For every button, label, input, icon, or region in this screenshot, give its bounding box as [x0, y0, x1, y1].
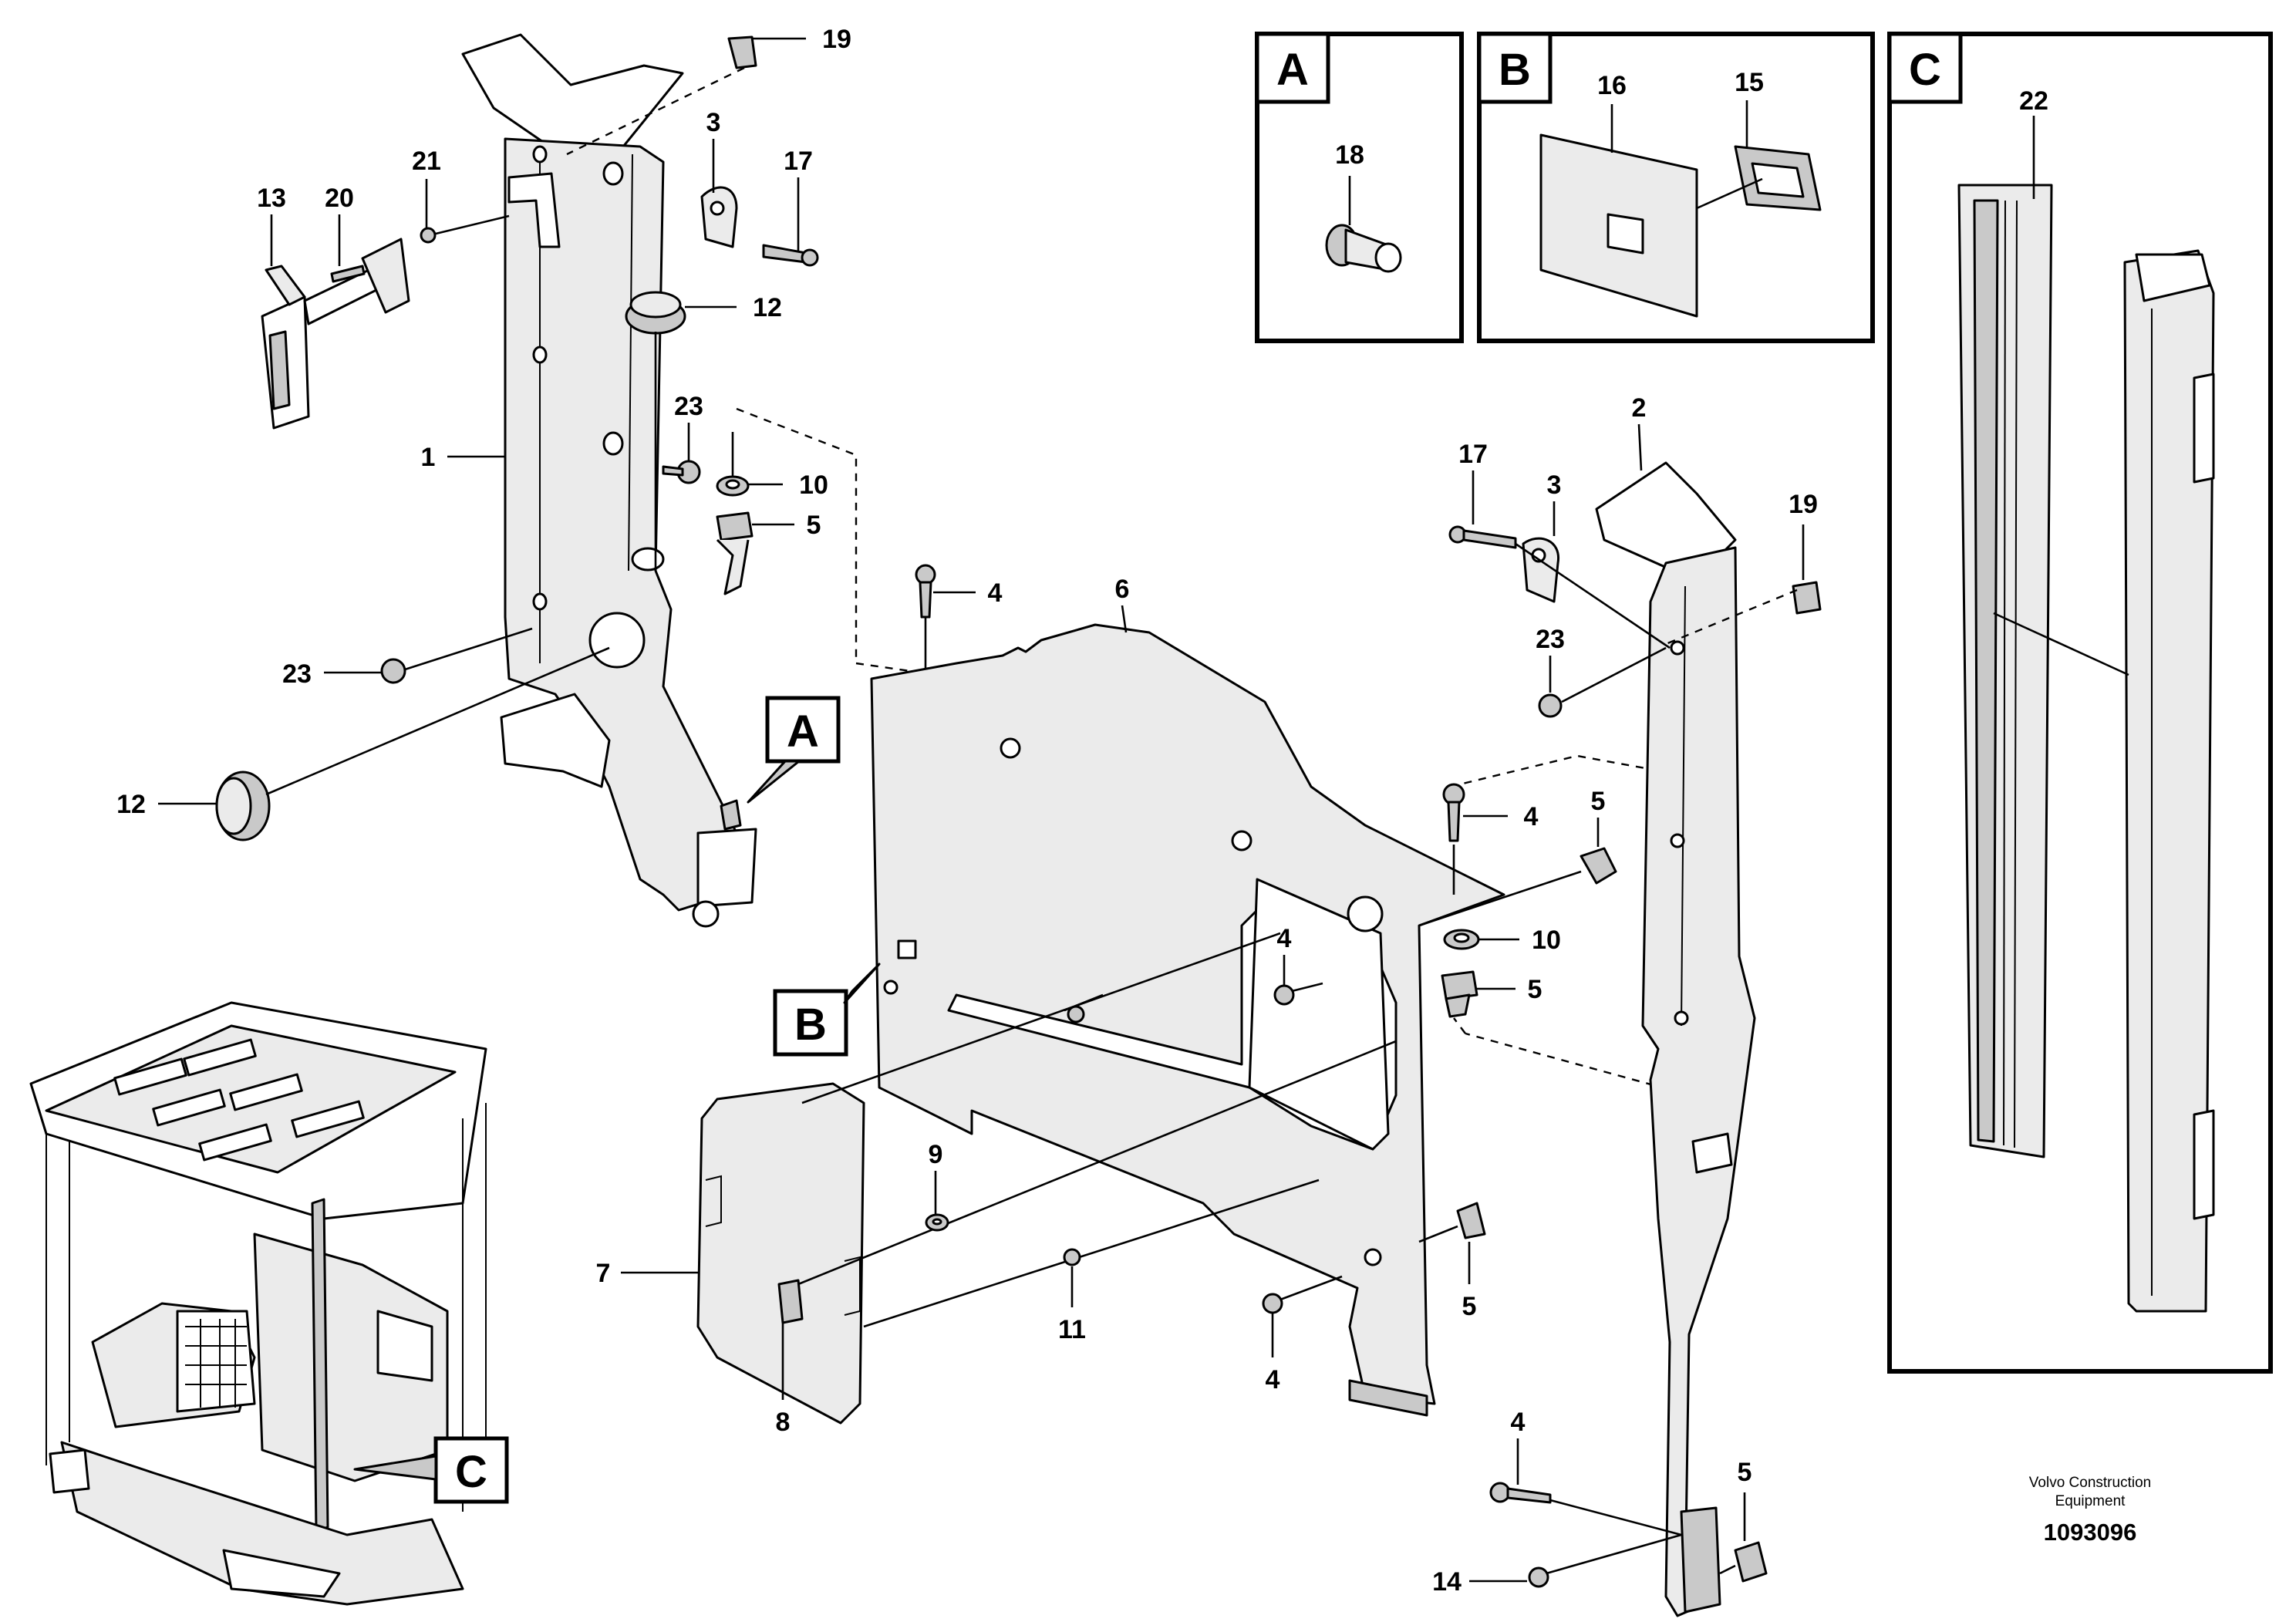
- callout-3-top: 3: [706, 108, 721, 137]
- pillar-hole: [588, 612, 646, 669]
- callout-23-right: 23: [1536, 625, 1565, 654]
- center-panel-6: [870, 623, 1505, 1417]
- detail-box-c: C 22: [1887, 32, 2273, 1374]
- ref-label-c: C: [353, 1436, 509, 1504]
- detail-box-b: B 16 15: [1477, 32, 1875, 343]
- callout-19-right: 19: [1789, 490, 1818, 519]
- callout-10-right: 10: [1532, 926, 1561, 955]
- pillar-fasteners-left: [215, 35, 936, 841]
- callout-23-top: 23: [674, 392, 703, 421]
- callout-20: 20: [325, 184, 354, 213]
- switch-15-icon: [1734, 145, 1822, 211]
- side-cover-7: [696, 1082, 865, 1425]
- clip-8-icon: [777, 1279, 804, 1324]
- callout-4-lower-center: 4: [1266, 1365, 1280, 1394]
- svg-text:B: B: [794, 1000, 827, 1050]
- detail-b-label: B: [1499, 45, 1531, 95]
- detail-a-label: A: [1276, 45, 1309, 95]
- callout-7: 7: [596, 1259, 611, 1288]
- ref-label-b: B: [773, 963, 881, 1057]
- plug-18-icon: [1325, 224, 1402, 273]
- callout-12-top: 12: [753, 293, 782, 322]
- callout-3-right: 3: [1547, 470, 1562, 500]
- callout-1: 1: [421, 443, 436, 472]
- callout-10-left: 10: [799, 470, 828, 500]
- cap-12-top-icon: [625, 291, 686, 335]
- callout-2: 2: [1632, 393, 1647, 423]
- publisher-name: Volvo Construction: [2029, 1475, 2151, 1491]
- callout-4-right: 4: [1524, 802, 1539, 831]
- callout-5-lower: 5: [1462, 1292, 1477, 1321]
- callout-21: 21: [412, 147, 441, 176]
- callout-22: 22: [2019, 86, 2048, 116]
- callout-4-top: 4: [988, 578, 1003, 608]
- callout-4-lower-right: 4: [1511, 1408, 1526, 1437]
- callout-18: 18: [1335, 140, 1364, 170]
- callout-5-lowest: 5: [1738, 1458, 1752, 1487]
- callout-9: 9: [929, 1140, 943, 1169]
- bracket-icon: [700, 186, 738, 248]
- svg-text:C: C: [455, 1447, 487, 1497]
- center-fasteners: [925, 783, 1617, 1314]
- publisher-sub: Equipment: [2055, 1493, 2126, 1509]
- callout-8: 8: [776, 1408, 791, 1437]
- callout-12-left: 12: [116, 790, 146, 819]
- callout-16: 16: [1597, 71, 1627, 100]
- seal-strip-22-icon: [1957, 184, 2053, 1158]
- cab-overview: [29, 1001, 487, 1606]
- callout-11: 11: [1058, 1315, 1086, 1344]
- ref-label-a: A: [747, 696, 841, 804]
- svg-text:A: A: [787, 706, 819, 757]
- callout-4-center: 4: [1277, 924, 1292, 953]
- callout-17-right: 17: [1458, 440, 1488, 469]
- document-number: 1093096: [2044, 1519, 2137, 1546]
- callout-14: 14: [1432, 1567, 1462, 1597]
- callout-6: 6: [1115, 575, 1130, 604]
- callout-23-left: 23: [282, 659, 312, 689]
- publisher-footer: Volvo Construction Equipment 1093096: [2029, 1475, 2151, 1546]
- callout-5-left: 5: [807, 511, 821, 540]
- callout-5-right: 5: [1528, 975, 1542, 1004]
- callouts: 19 3 21 17 13 20 12 23 1 10 5 4: [116, 25, 1818, 1597]
- right-pillar-assembly: [1448, 461, 1822, 1617]
- detail-c-label: C: [1909, 45, 1941, 95]
- callout-15: 15: [1735, 68, 1764, 97]
- callout-13: 13: [257, 184, 286, 213]
- callout-19-top: 19: [822, 25, 851, 54]
- clip-icon: [727, 35, 757, 69]
- cap-12-lower-icon: [215, 771, 271, 841]
- callout-17-top: 17: [784, 147, 813, 176]
- callout-5-top-right: 5: [1591, 787, 1606, 816]
- pillar-trim-22-icon: [2123, 249, 2215, 1313]
- detail-box-a: A 18: [1255, 32, 1464, 343]
- left-pillar-assembly: [461, 33, 757, 928]
